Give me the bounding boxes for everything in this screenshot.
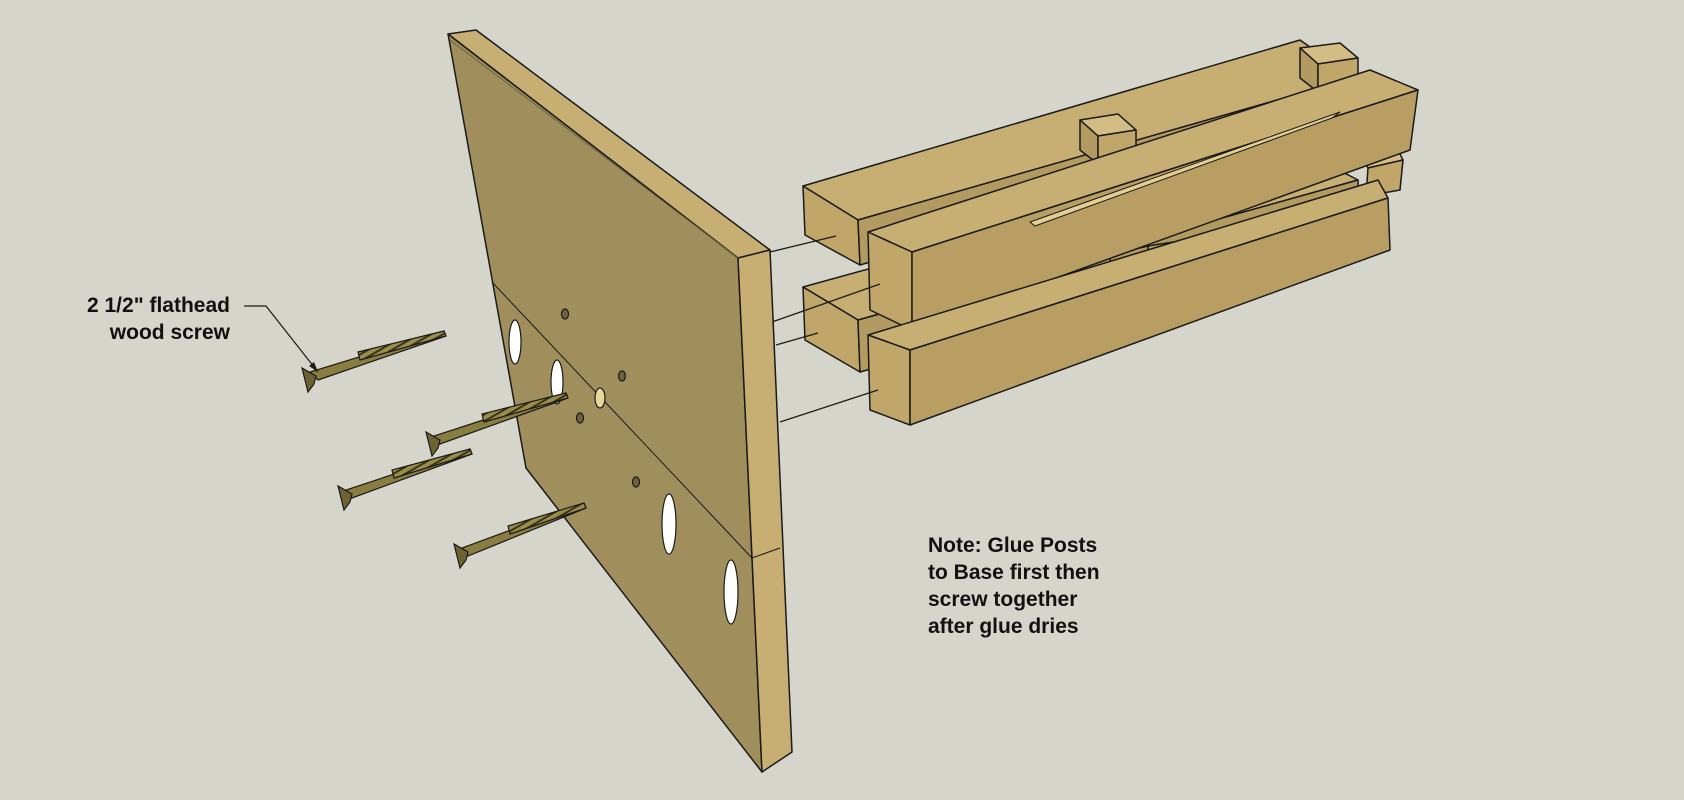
posts-assembly <box>802 39 1419 426</box>
screw-1 <box>301 330 447 394</box>
screw-callout-label: 2 1/2" flathead wood screw <box>40 292 230 346</box>
screw-callout-line-2: wood screw <box>109 321 230 344</box>
screw-callout-line-1: 2 1/2" flathead <box>86 294 230 317</box>
alignment-lines <box>769 235 881 423</box>
post-front-lower <box>867 179 1391 426</box>
screw-3 <box>337 448 473 512</box>
note-line-2: to Base first then <box>928 561 1100 584</box>
screw-2 <box>425 392 569 458</box>
note-line-4: after glue dries <box>928 615 1079 638</box>
base-board <box>447 29 793 773</box>
screws <box>301 330 587 570</box>
post-front-upper <box>867 69 1419 331</box>
base-holes <box>508 308 739 625</box>
screw-label-arrowhead <box>309 362 318 372</box>
screw-label-leader <box>244 305 319 373</box>
screw-4 <box>453 502 587 570</box>
assembly-note: Note: Glue Posts to Base first then scre… <box>928 532 1100 640</box>
note-line-1: Note: Glue Posts <box>928 534 1098 557</box>
note-line-3: screw together <box>928 588 1078 611</box>
